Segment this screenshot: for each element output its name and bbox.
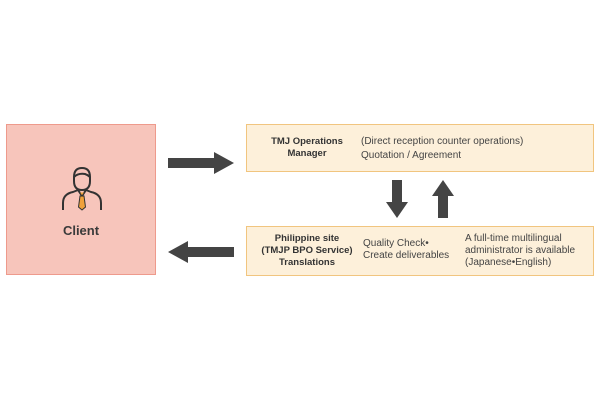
arrow-right-icon	[168, 152, 234, 174]
site-middle-line2: Create deliverables	[363, 250, 450, 261]
site-title-line3: Translations	[279, 257, 335, 268]
client-label: Client	[62, 223, 100, 238]
businessman-icon	[62, 166, 102, 211]
site-right-line3: (Japanese•English)	[465, 257, 552, 268]
site-title-line1: Philippine site	[274, 233, 340, 244]
arrow-down-icon	[386, 180, 408, 218]
ops-line2: Quotation / Agreement	[361, 150, 462, 161]
arrow-left-icon	[168, 241, 234, 263]
ops-manager-box: TMJ Operations Manager (Direct reception…	[246, 124, 594, 172]
site-right-line2: administrator is available	[465, 245, 576, 256]
philippine-site-box: Philippine site (TMJP BPO Service) Trans…	[246, 226, 594, 276]
arrow-up-icon	[432, 180, 454, 218]
client-box: Client	[6, 124, 156, 275]
site-right-line1: A full-time multilingual	[465, 233, 562, 244]
site-title-line2: (TMJP BPO Service)	[261, 245, 353, 256]
ops-title-line2: Manager	[287, 148, 327, 159]
site-middle-line1: Quality Check•	[363, 238, 429, 249]
ops-title-line1: TMJ Operations	[271, 136, 343, 147]
ops-line1: (Direct reception counter operations)	[361, 136, 524, 147]
